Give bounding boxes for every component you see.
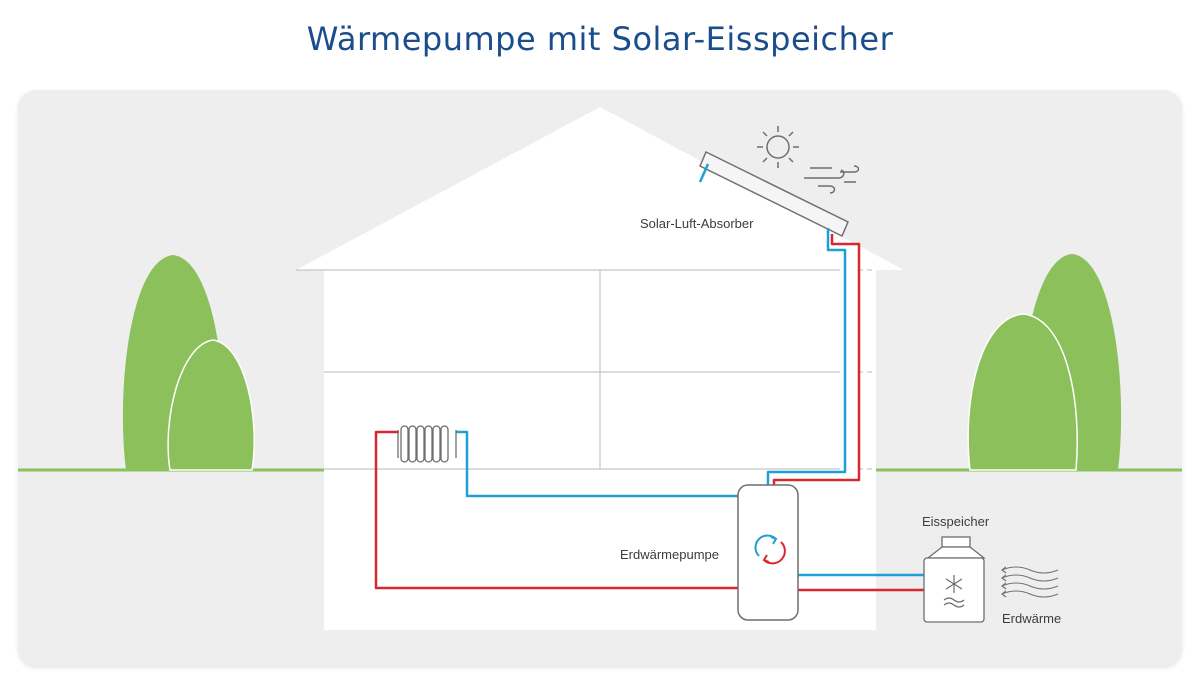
radiator-icon bbox=[397, 425, 457, 463]
hot-pipe bbox=[374, 234, 924, 592]
label-heat-pump: Erdwärmepumpe bbox=[620, 547, 719, 562]
house bbox=[296, 107, 904, 630]
diagram-scene: Solar-Luft-Absorber Erdwärmepumpe Eisspe… bbox=[18, 90, 1182, 666]
heat-pump-diagram bbox=[18, 107, 1182, 630]
circulation-arrows-icon bbox=[754, 534, 786, 565]
label-ice-storage: Eisspeicher bbox=[922, 514, 990, 529]
label-geothermal: Erdwärme bbox=[1002, 611, 1062, 626]
sun-icon bbox=[757, 126, 799, 168]
page-title: Wärmepumpe mit Solar-Eisspeicher bbox=[306, 20, 894, 59]
tree-left bbox=[122, 255, 255, 471]
solar-air-absorber bbox=[699, 150, 849, 238]
wind-icon bbox=[804, 165, 860, 194]
heat-waves-icon bbox=[1001, 566, 1059, 598]
label-solar-air-absorber: Solar-Luft-Absorber bbox=[640, 216, 754, 231]
heat-pump-unit bbox=[737, 484, 799, 621]
tree-right bbox=[967, 254, 1122, 471]
snowflake-icon bbox=[943, 575, 965, 608]
